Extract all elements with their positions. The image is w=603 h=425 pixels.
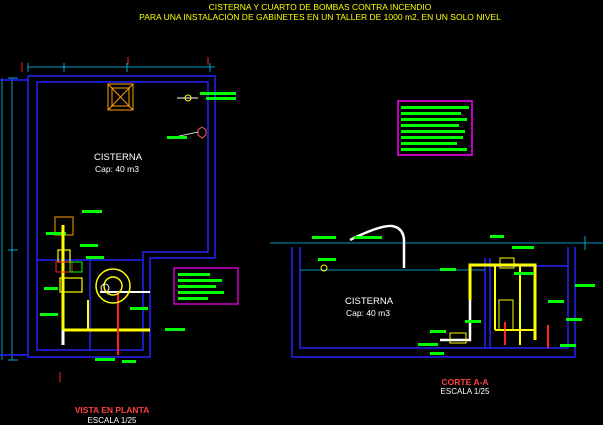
section-view: CISTERNA Cap: 40 m3 CORTE A-A ESCALA 1/2… (270, 224, 603, 396)
plan-dimension-lines (1, 63, 215, 361)
section-scale: ESCALA 1/25 (441, 387, 490, 396)
drawing-title-line2: PARA UNA INSTALACIÓN DE GABINETES EN UN … (139, 12, 501, 22)
drawing-title-line1: CISTERNA Y CUARTO DE BOMBAS CONTRA INCEN… (209, 2, 432, 12)
plan-title: VISTA EN PLANTA (75, 405, 149, 415)
vent-pipe (349, 224, 406, 268)
legend-box (397, 100, 473, 156)
suction-box (46, 210, 102, 247)
plan-note-box (173, 267, 239, 305)
section-capacity: Cap: 40 m3 (346, 308, 390, 318)
manhole-icon (107, 83, 134, 111)
section-level-lines (270, 236, 603, 271)
float-valve-icon (167, 126, 207, 139)
plan-axis-markers (21, 57, 209, 382)
plan-room-label: CISTERNA (94, 152, 143, 163)
plan-view: CISTERNA Cap: 40 m3 (0, 57, 239, 425)
section-piping (320, 257, 549, 348)
plan-scale: ESCALA 1/25 (88, 416, 137, 425)
section-room-label: CISTERNA (345, 296, 394, 307)
pump-icon (95, 268, 131, 304)
level-indicator-icon (177, 92, 236, 102)
plan-walls (0, 75, 216, 358)
plan-piping (55, 225, 150, 355)
section-title: CORTE A-A (442, 377, 489, 387)
plan-room-labels (40, 256, 185, 363)
section-labels (312, 235, 595, 355)
plan-capacity: Cap: 40 m3 (95, 164, 139, 174)
